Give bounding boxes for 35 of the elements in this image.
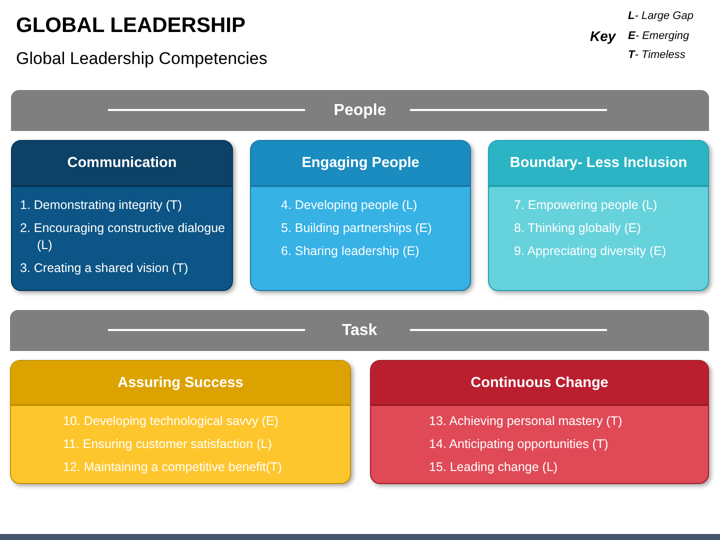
subtitle: Global Leadership Competencies [16,49,268,69]
list-item: 11. Ensuring customer satisfaction (L) [63,436,272,453]
list-item: 2. Encouraging constructive dialogue (L) [20,220,226,254]
competency-card [10,360,351,484]
list-item: 14. Anticipating opportunities (T) [429,436,608,453]
key-heading: Key [590,28,616,44]
section-band [10,310,709,351]
list-item: 8. Thinking globally (E) [514,220,641,237]
competency-card [11,140,233,291]
section-band [11,90,709,131]
slide-title: GLOBAL LEADERSHIP [16,14,246,38]
key-entry: T- Timeless [628,49,686,61]
list-item: 12. Maintaining a competitive benefit(T) [63,459,282,476]
key-entry: E- Emerging [628,30,690,42]
competency-card [488,140,709,291]
card-header: Continuous Change [371,361,708,406]
list-item: 10. Developing technological savvy (E) [63,413,278,430]
list-item: 7. Empowering people (L) [514,197,658,214]
card-header: Boundary- Less Inclusion [489,141,708,187]
list-item: 6. Sharing leadership (E) [281,243,420,260]
key-entry: L- Large Gap [628,10,694,22]
list-item: 15. Leading change (L) [429,459,558,476]
list-item: 1. Demonstrating integrity (T) [20,197,182,214]
band-title: Task [342,320,378,340]
list-item: 9. Appreciating diversity (E) [514,243,666,260]
list-item: 3. Creating a shared vision (T) [20,260,188,277]
competency-card [370,360,709,484]
list-item: 4. Developing people (L) [281,197,418,214]
list-item: 13. Achieving personal mastery (T) [429,413,622,430]
card-header: Communication [12,141,232,187]
list-item: 5. Building partnerships (E) [281,220,432,237]
card-header: Engaging People [251,141,470,187]
card-header: Assuring Success [11,361,350,406]
band-title: People [334,100,386,120]
competency-card [250,140,471,291]
